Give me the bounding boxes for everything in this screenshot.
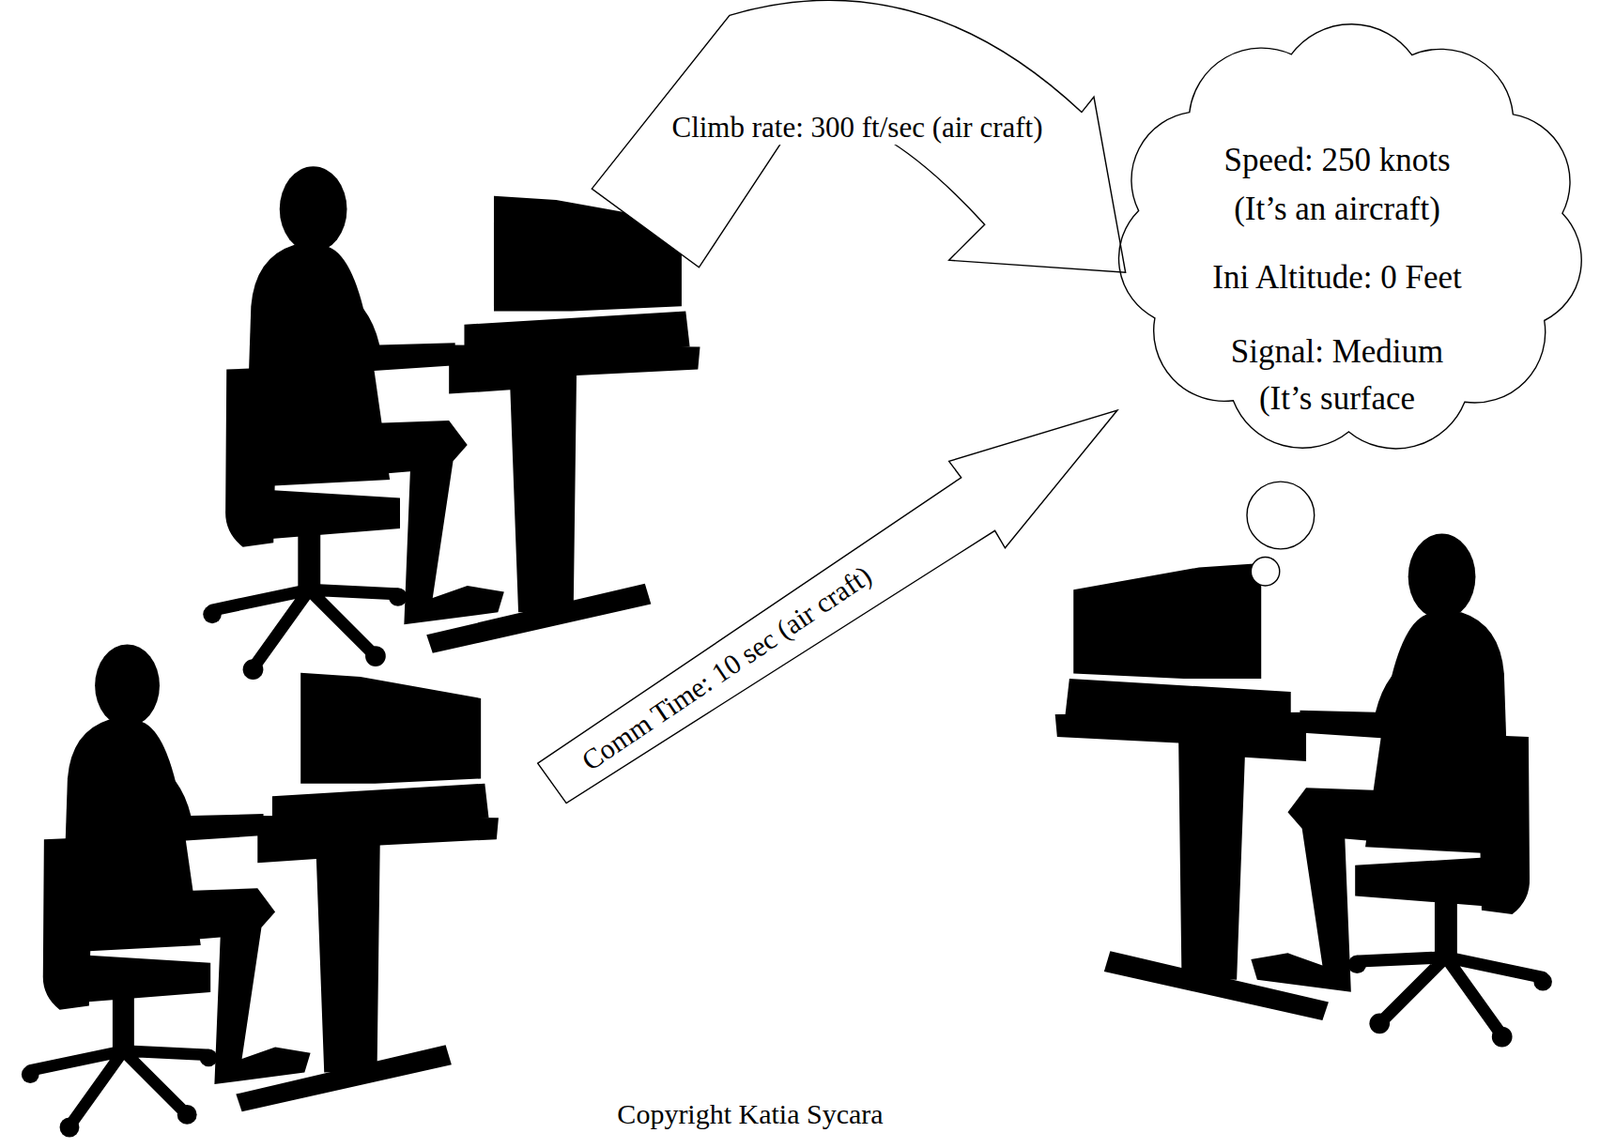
cloud-outline	[1118, 24, 1582, 449]
person-at-computer	[1055, 534, 1553, 1048]
thought-bubble	[1246, 481, 1315, 550]
person-at-computer	[202, 166, 700, 680]
cloud-text: Ini Altitude: 0 Feet	[1212, 257, 1462, 299]
arrow-label: Climb rate: 300 ft/sec (air craft)	[667, 110, 1047, 145]
cloud-text: Signal: Medium	[1230, 331, 1445, 373]
cloud-text: (It’s an aircraft)	[1233, 188, 1441, 231]
cloud-text: Speed: 250 knots	[1223, 139, 1450, 182]
thought-bubble	[1250, 557, 1279, 586]
copyright-note: Copyright Katia Sycara	[613, 1098, 887, 1132]
cloud-text: (It’s surface	[1259, 378, 1416, 420]
thought-cloud: Speed: 250 knots (It’s an aircraft) Ini Al…	[1106, 4, 1595, 465]
person-at-computer	[21, 644, 499, 1138]
curved-arrow	[591, 0, 1125, 273]
straight-arrow	[538, 410, 1118, 804]
